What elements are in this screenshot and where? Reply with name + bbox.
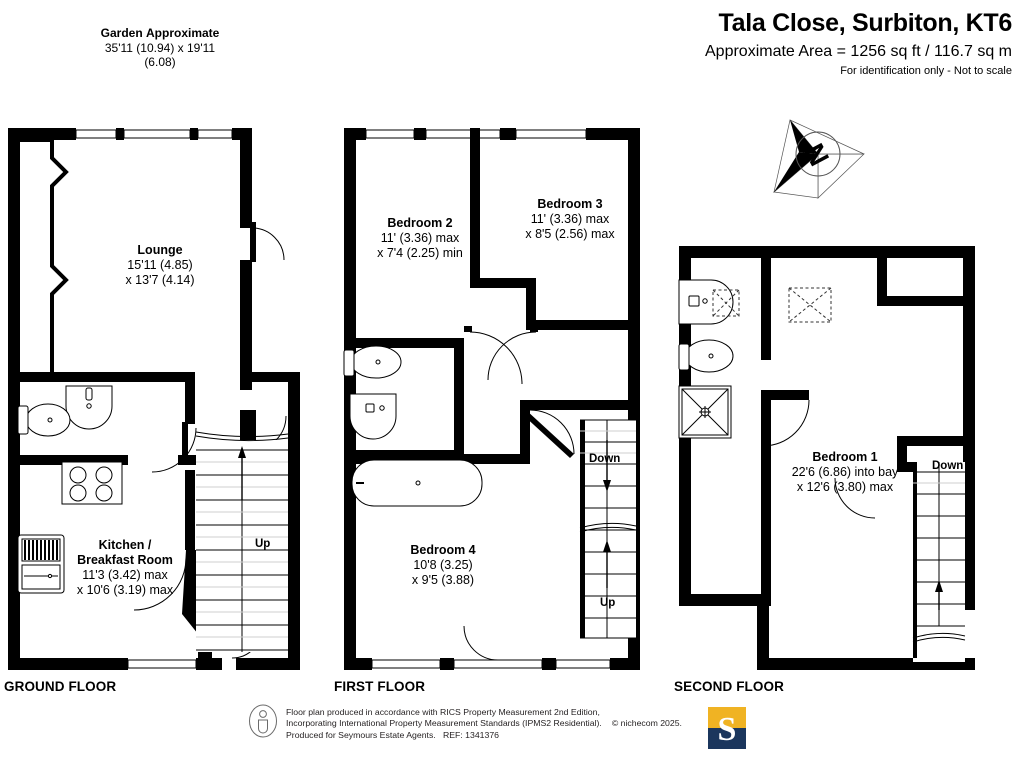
seymours-logo-letter: S bbox=[718, 711, 737, 748]
second-floor-walls bbox=[679, 246, 975, 670]
lounge-dim-1: 15'11 (4.85) bbox=[127, 258, 193, 272]
lounge-dim-2: x 13'7 (4.14) bbox=[125, 273, 195, 287]
garden-name: Garden bbox=[100, 26, 143, 40]
ground-floor-plan bbox=[8, 128, 300, 670]
second-floor-staircase bbox=[912, 462, 966, 662]
footer-line-3: Produced for Seymours Estate Agents. bbox=[286, 729, 436, 740]
approximate-area: Approximate Area = 1256 sq ft / 116.7 sq… bbox=[705, 43, 1012, 60]
stair-label-first-down: Down bbox=[589, 453, 621, 465]
room-label-bedroom-3: Bedroom 3 11' (3.36) max x 8'5 (2.56) ma… bbox=[500, 197, 640, 242]
garden-approximate-label: Approximate bbox=[146, 26, 220, 40]
room-label-bedroom-4: Bedroom 4 10'8 (3.25) x 9'5 (3.88) bbox=[378, 543, 508, 588]
floor-caption-ground: GROUND FLOOR bbox=[4, 679, 117, 694]
garden-dimension-1: 35'11 (10.94) bbox=[104, 40, 175, 55]
second-floor-doors bbox=[762, 399, 876, 519]
bedroom-4-dim-2: x 9'5 (3.88) bbox=[411, 573, 475, 587]
bedroom-3-name: Bedroom 3 bbox=[537, 197, 603, 211]
header: Tala Close, Surbiton, KT6 Approximate Ar… bbox=[705, 8, 1012, 79]
stair-label-first-up: Up bbox=[600, 597, 616, 609]
bedroom-3-dim-2: x 8'5 (2.56) max bbox=[525, 227, 615, 241]
ground-floor-door-leaves bbox=[182, 222, 256, 456]
bedroom-1-dim-1: 22'6 (6.86) into bay bbox=[791, 465, 899, 479]
ground-floor-walls bbox=[8, 128, 300, 670]
first-floor-bathroom-fixtures bbox=[343, 345, 483, 507]
bedroom-1-dim-2: x 12'6 (3.80) max bbox=[796, 480, 894, 494]
compass-rose-icon: N bbox=[773, 119, 865, 199]
seymours-logo: S bbox=[708, 707, 746, 749]
bedroom-3-dim-1: 11' (3.36) max bbox=[530, 212, 610, 226]
bedroom-1-name: Bedroom 1 bbox=[812, 450, 878, 464]
room-label-lounge: Lounge 15'11 (4.85) x 13'7 (4.14) bbox=[95, 243, 225, 288]
room-label-bedroom-1: Bedroom 1 22'6 (6.86) into bay x 12'6 (3… bbox=[755, 450, 935, 495]
kitchen-name-line-2: Breakfast Room bbox=[77, 553, 173, 567]
kitchen-name-line-1: Kitchen / bbox=[98, 538, 152, 552]
floor-caption-first: FIRST FLOOR bbox=[334, 679, 426, 694]
bedroom-2-dim-1: 11' (3.36) max bbox=[380, 231, 460, 245]
floor-caption-second: SECOND FLOOR bbox=[674, 679, 784, 694]
bedroom-2-dim-2: x 7'4 (2.25) min bbox=[377, 246, 463, 260]
footer-copyright: © nichecom 2025. bbox=[611, 718, 682, 729]
first-floor-door-leaves bbox=[464, 326, 574, 458]
garden-dimension-2: x 19'11 (6.08) bbox=[144, 40, 216, 70]
kitchen-fixtures bbox=[17, 461, 123, 594]
footer: Floor plan produced in accordance with R… bbox=[248, 704, 682, 741]
footer-line-2: Incorporating International Property Mea… bbox=[286, 718, 602, 729]
first-floor-plan bbox=[343, 128, 640, 670]
disclaimer-text: For identification only - Not to scale bbox=[840, 65, 1012, 77]
footer-line-2-wrap: Incorporating International Property Mea… bbox=[286, 718, 682, 729]
lounge-name: Lounge bbox=[137, 243, 183, 257]
stair-label-ground-up: Up bbox=[255, 538, 271, 550]
footer-text-block: Floor plan produced in accordance with R… bbox=[286, 704, 682, 741]
room-label-kitchen: Kitchen / Breakfast Room 11'3 (3.42) max… bbox=[35, 538, 215, 598]
room-label-bedroom-2: Bedroom 2 11' (3.36) max x 7'4 (2.25) mi… bbox=[355, 216, 485, 261]
first-floor-staircase bbox=[579, 419, 637, 639]
footer-reference: REF: 1341376 bbox=[442, 729, 499, 740]
ground-floor-wc-fixtures bbox=[17, 385, 113, 437]
ground-floor-staircase bbox=[195, 431, 289, 652]
kitchen-dim-1: 11'3 (3.42) max bbox=[82, 568, 168, 582]
page-title: Tala Close, Surbiton, KT6 bbox=[718, 9, 1013, 37]
person-info-icon bbox=[249, 704, 277, 738]
second-floor-ensuite-fixtures bbox=[678, 279, 734, 439]
kitchen-dim-2: x 10'6 (3.19) max bbox=[76, 583, 174, 597]
footer-line-3-wrap: Produced for Seymours Estate Agents. REF… bbox=[286, 730, 682, 741]
first-floor-doors bbox=[463, 331, 575, 661]
stair-label-second-down: Down bbox=[932, 460, 964, 472]
garden-note: Garden Approximate 35'11 (10.94) x 19'11… bbox=[95, 26, 225, 70]
bedroom-4-name: Bedroom 4 bbox=[410, 543, 476, 557]
rooflight-markers bbox=[712, 287, 832, 323]
second-floor-plan bbox=[678, 246, 975, 670]
bedroom-4-dim-1: 10'8 (3.25) bbox=[413, 558, 473, 572]
footer-line-1: Floor plan produced in accordance with R… bbox=[286, 707, 600, 717]
first-floor-walls bbox=[344, 128, 640, 670]
bedroom-2-name: Bedroom 2 bbox=[387, 216, 453, 230]
